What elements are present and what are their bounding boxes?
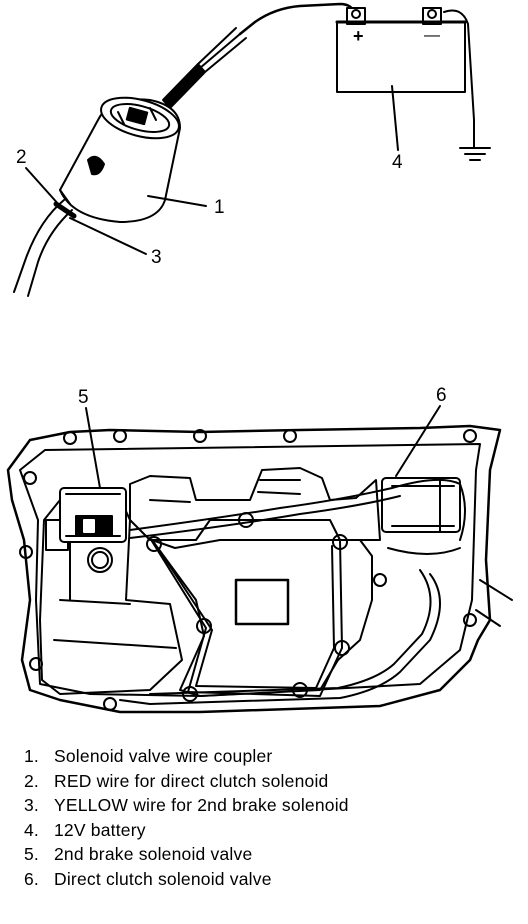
strainer-window	[234, 578, 290, 626]
battery	[335, 7, 467, 93]
legend-item: 6. Direct clutch solenoid valve	[24, 867, 514, 892]
callout-2: 2	[16, 147, 27, 168]
legend-text: Solenoid valve wire coupler	[54, 746, 273, 766]
legend-number: 1.	[24, 746, 39, 766]
battery-test-figure: + —	[13, 2, 491, 297]
battery-minus-sign: —	[424, 27, 440, 44]
legend-item: 5. 2nd brake solenoid valve	[24, 842, 514, 867]
legend-item: 4. 12V battery	[24, 818, 514, 843]
legend-text: 2nd brake solenoid valve	[54, 844, 253, 864]
direct-clutch-solenoid-valve	[381, 477, 461, 533]
legend-text: Direct clutch solenoid valve	[54, 868, 272, 889]
legend-number: 5.	[24, 844, 39, 864]
battery-plus-sign: +	[353, 26, 364, 46]
callout-1: 1	[214, 197, 225, 218]
callout-5: 5	[78, 387, 89, 408]
valve-body-figure	[6, 405, 513, 714]
ground-symbol	[459, 147, 491, 161]
case-bolts	[19, 429, 477, 711]
oil-pipe	[119, 569, 441, 705]
callout-leader-6	[395, 405, 441, 477]
legend-number: 4.	[24, 819, 39, 840]
legend-number: 2.	[24, 770, 39, 791]
transmission-case	[6, 424, 502, 714]
second-brake-solenoid-valve	[59, 487, 127, 543]
solenoid-wire-coupler	[59, 96, 181, 223]
legend-text: 12V battery	[54, 819, 146, 840]
legend-list: 1. Solenoid valve wire coupler 2. RED wi…	[24, 744, 514, 891]
legend-text: YELLOW wire for 2nd brake solenoid	[54, 795, 349, 815]
legend-item: 3. YELLOW wire for 2nd brake solenoid	[24, 793, 514, 818]
legend-item: 2. RED wire for direct clutch solenoid	[24, 769, 514, 794]
callout-leader-2	[25, 167, 61, 207]
strainer-bracket	[149, 537, 343, 697]
ground-wire	[443, 9, 475, 149]
callout-3: 3	[151, 247, 162, 268]
callout-leader-5	[85, 407, 101, 489]
yellow-wire	[27, 209, 73, 297]
legend-text: RED wire for direct clutch solenoid	[54, 770, 329, 791]
callout-leader-1	[147, 195, 207, 207]
legend-number: 3.	[24, 795, 39, 815]
diagram-canvas: + — 1 2 3 4	[6, 2, 513, 714]
legend-number: 6.	[24, 868, 39, 889]
solenoid-wiring	[129, 478, 466, 541]
callout-leader-3	[69, 217, 147, 255]
valve-body-upper	[129, 467, 381, 541]
callout-6: 6	[436, 385, 447, 406]
callout-4: 4	[392, 152, 403, 173]
red-wire	[13, 199, 65, 293]
legend-item: 1. Solenoid valve wire coupler	[24, 744, 514, 769]
callout-leader-4	[391, 85, 399, 151]
